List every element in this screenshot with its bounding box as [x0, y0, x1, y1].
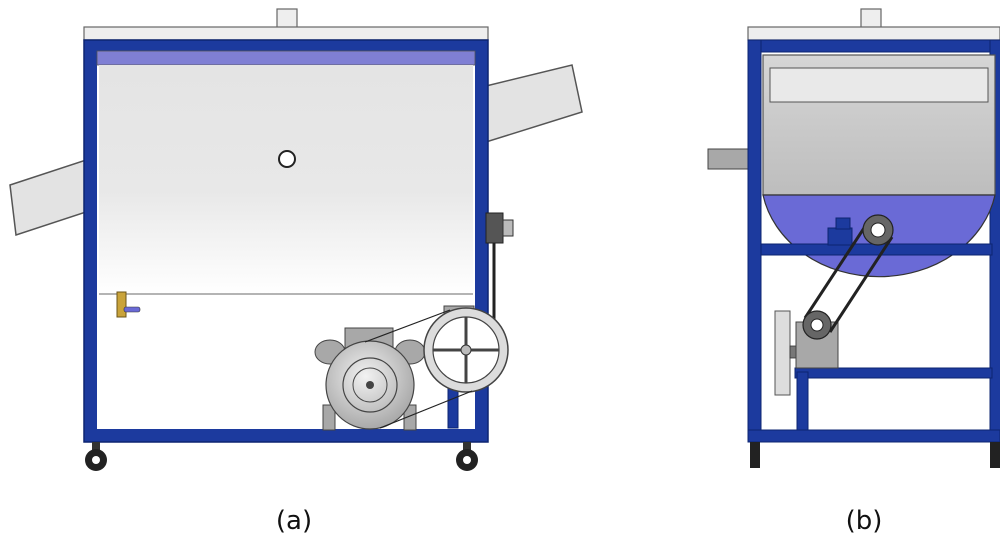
front-panel-band	[96, 50, 476, 66]
motor-pulley-ring	[342, 357, 398, 413]
side-top-plate	[747, 26, 1000, 41]
chain-belt-left	[803, 221, 870, 319]
side-frame-low-bar	[794, 367, 993, 379]
side-frame-bottom	[747, 429, 1000, 443]
drive-belt-top	[364, 309, 451, 343]
side-chimney	[860, 8, 882, 30]
front-caster-mount-right	[463, 442, 471, 450]
motor-support-left	[322, 404, 336, 431]
side-frame-mid-bar	[760, 243, 993, 256]
right-chute	[485, 64, 583, 144]
valve-body-icon	[116, 291, 127, 318]
left-chute	[9, 158, 87, 236]
side-frame-top	[747, 39, 1000, 53]
motor-support-right	[403, 404, 417, 431]
side-frame-inner-post	[796, 371, 809, 431]
side-frame-left	[747, 39, 762, 443]
lower-sprocket-hub	[810, 318, 824, 332]
caption-side-view: (b)	[845, 506, 883, 536]
side-pulley-bracket	[485, 212, 504, 244]
valve-handle-icon	[123, 306, 141, 313]
motor-shaft-icon	[366, 381, 374, 389]
front-top-plate	[83, 26, 489, 41]
front-chimney	[276, 8, 298, 30]
front-caster-left-hub	[92, 456, 100, 464]
side-small-box-top	[835, 217, 851, 230]
sight-hole-icon	[278, 150, 296, 168]
hand-wheel-plate	[774, 310, 791, 396]
upper-sprocket-hub	[870, 222, 886, 238]
front-caster-mount-left	[92, 442, 100, 450]
side-pulley-hub	[502, 219, 514, 237]
side-small-box	[827, 227, 853, 246]
side-stub-pipe	[707, 148, 749, 170]
side-view	[707, 8, 1000, 468]
chain-belt-right	[828, 236, 894, 333]
large-pulley-hub	[460, 344, 472, 356]
drum-hopper-lid	[769, 67, 989, 103]
front-drum-panel	[99, 65, 473, 294]
caption-front-view: (a)	[275, 506, 313, 536]
side-foot-left-icon	[750, 442, 760, 468]
front-view	[9, 8, 583, 471]
front-caster-right-hub	[463, 456, 471, 464]
side-foot-right-icon	[990, 442, 1000, 468]
drive-belt-bottom	[379, 390, 473, 429]
motor-pulley-ring-inner	[352, 367, 388, 403]
hand-wheel-shaft	[789, 345, 797, 359]
